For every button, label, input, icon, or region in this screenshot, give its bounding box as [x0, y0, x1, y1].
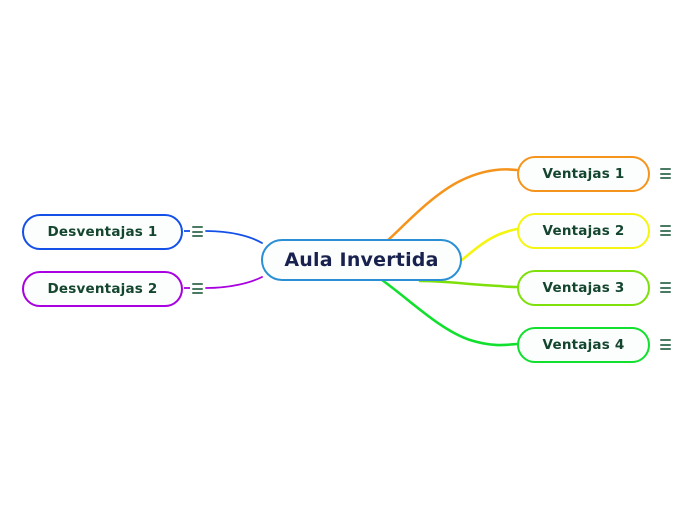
menu-bar: [660, 177, 671, 179]
menu-bar: [660, 286, 671, 289]
hamburger-menu-icon-ventajas-3[interactable]: [660, 282, 671, 293]
menu-bar: [192, 226, 203, 228]
node-label-desventajas-2: Desventajas 2: [47, 281, 158, 297]
connector-desventajas-1: [205, 230, 263, 244]
node-ventajas-1[interactable]: Ventajas 1: [517, 156, 650, 192]
menu-bar: [660, 172, 671, 175]
node-desventajas-2[interactable]: Desventajas 2: [22, 271, 183, 307]
menu-bar: [660, 168, 671, 170]
node-desventajas-1[interactable]: Desventajas 1: [22, 214, 183, 250]
hamburger-menu-icon-desventajas-2[interactable]: [192, 283, 203, 294]
node-label-ventajas-1: Ventajas 1: [542, 166, 625, 182]
menu-bar: [192, 230, 203, 233]
menu-bar: [660, 343, 671, 346]
menu-bar: [660, 348, 671, 350]
node-ventajas-3[interactable]: Ventajas 3: [517, 270, 650, 306]
connector-ventajas-4: [380, 278, 519, 347]
menu-bar: [192, 287, 203, 290]
menu-bar: [660, 339, 671, 341]
hamburger-menu-icon-ventajas-1[interactable]: [660, 168, 671, 179]
node-label-ventajas-3: Ventajas 3: [542, 280, 625, 296]
menu-bar: [192, 292, 203, 294]
hamburger-menu-icon-ventajas-4[interactable]: [660, 339, 671, 350]
node-ventajas-4[interactable]: Ventajas 4: [517, 327, 650, 363]
menu-bar: [660, 282, 671, 284]
menu-bar: [192, 235, 203, 237]
hamburger-menu-icon-desventajas-1[interactable]: [192, 226, 203, 237]
node-label-ventajas-2: Ventajas 2: [542, 223, 625, 239]
connector-ventajas-3: [418, 279, 519, 289]
menu-bar: [660, 229, 671, 232]
menu-bar: [660, 291, 671, 293]
menu-bar: [192, 283, 203, 285]
connector-ventajas-1: [386, 168, 519, 242]
node-label-ventajas-4: Ventajas 4: [542, 337, 625, 353]
menu-bar: [660, 225, 671, 227]
central-node-label: Aula Invertida: [284, 249, 439, 271]
menu-bar: [660, 234, 671, 236]
node-ventajas-2[interactable]: Ventajas 2: [517, 213, 650, 249]
central-node[interactable]: Aula Invertida: [261, 239, 462, 281]
hamburger-menu-icon-ventajas-2[interactable]: [660, 225, 671, 236]
connector-desventajas-2: [205, 276, 263, 289]
node-label-desventajas-1: Desventajas 1: [47, 224, 158, 240]
